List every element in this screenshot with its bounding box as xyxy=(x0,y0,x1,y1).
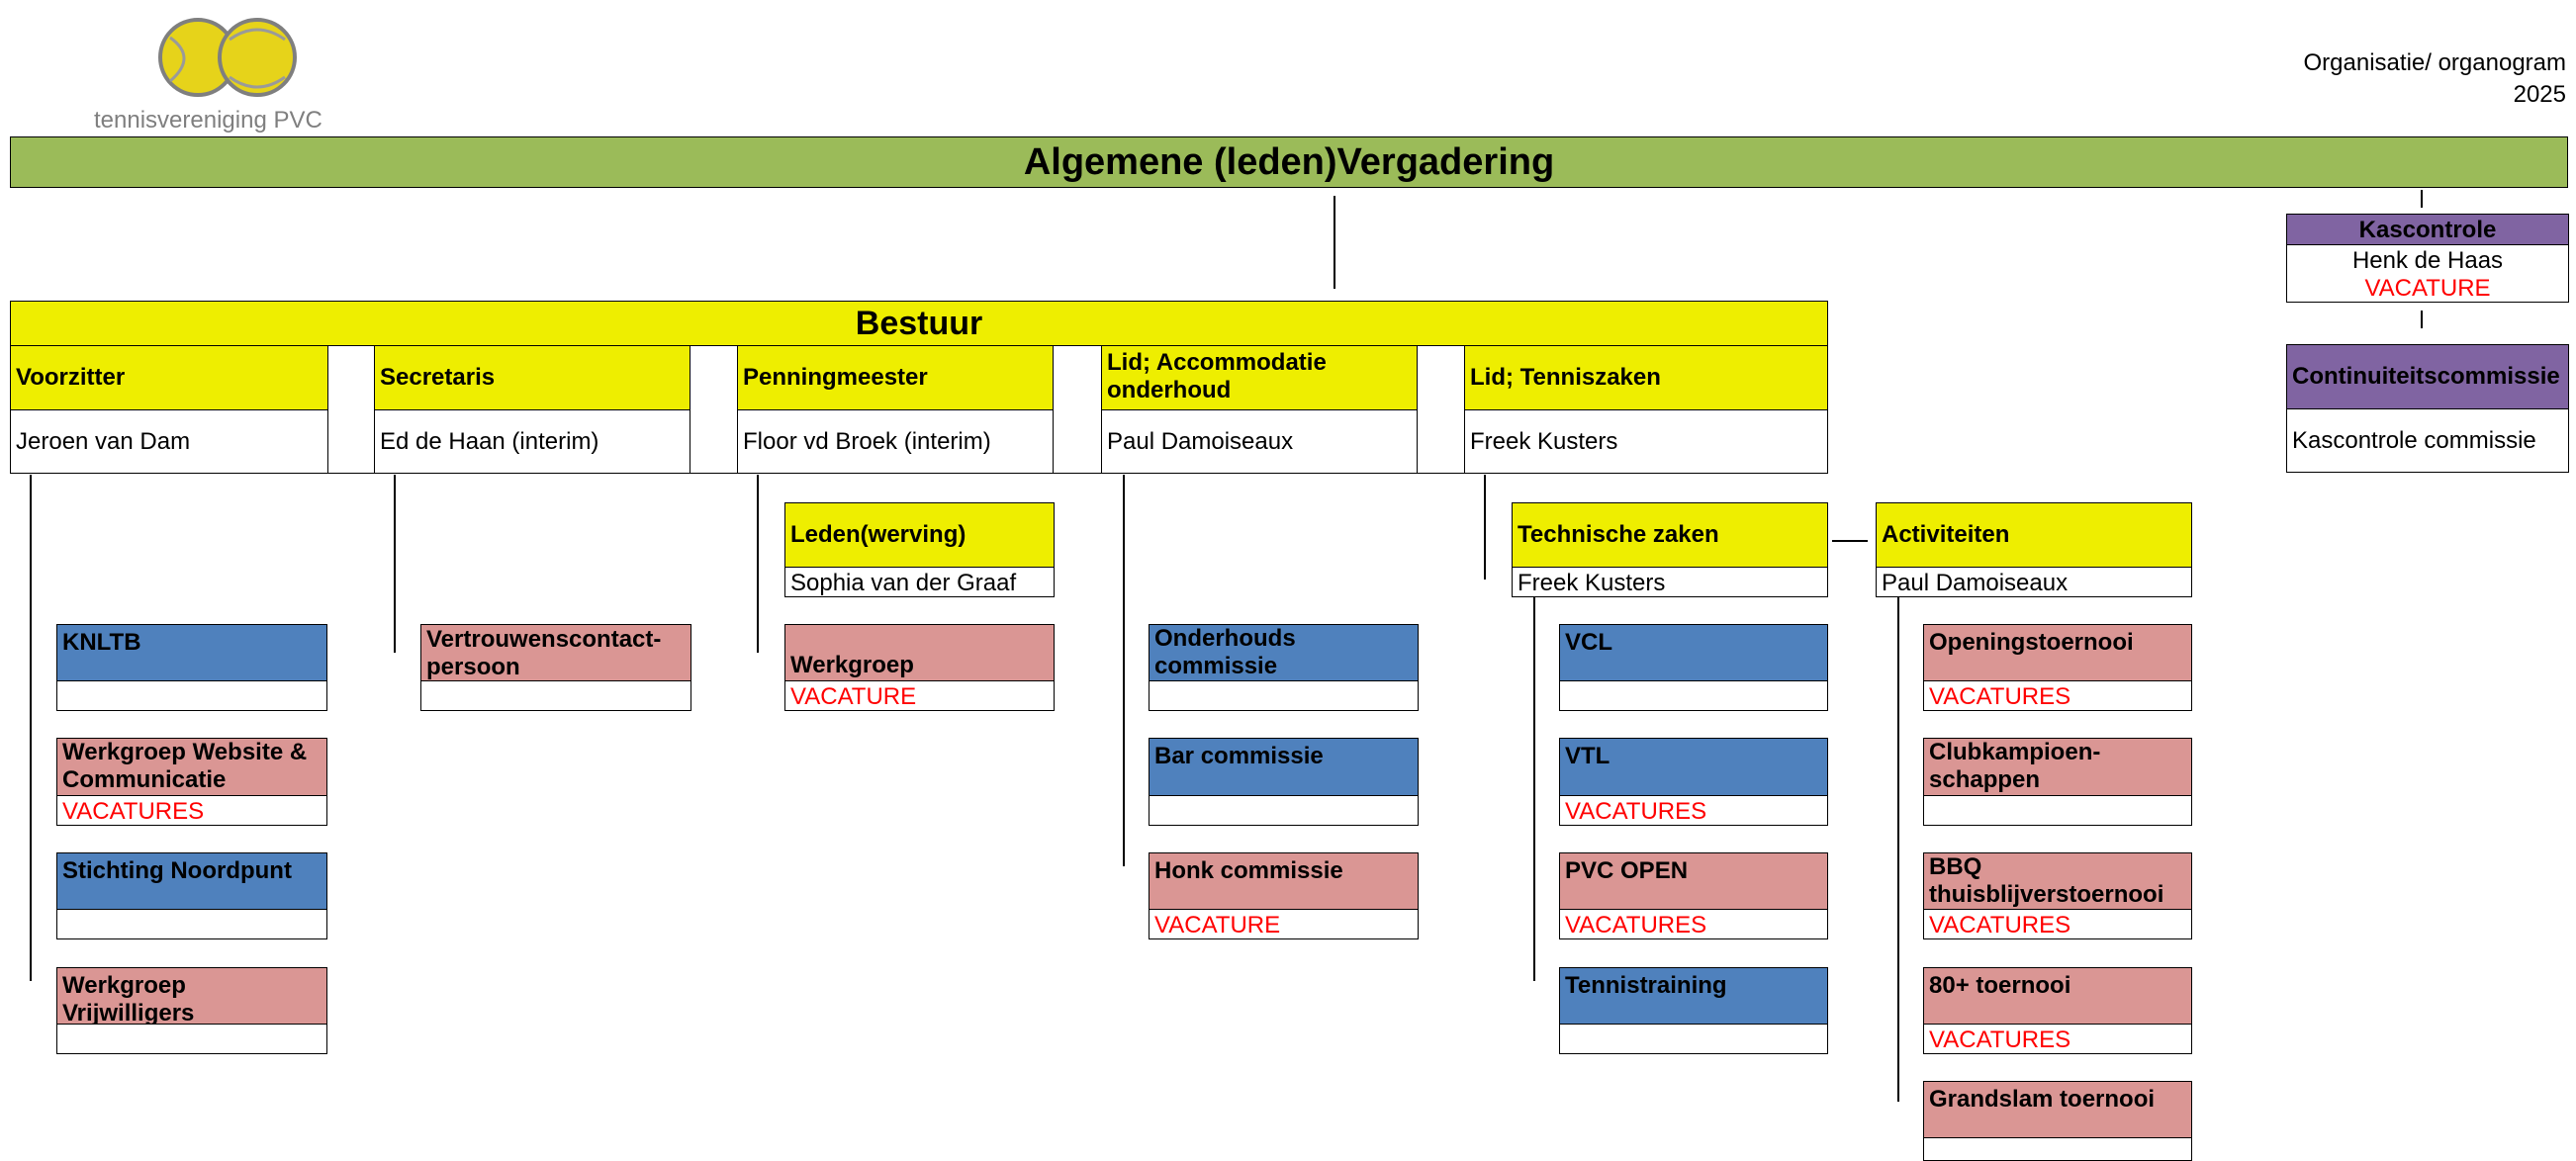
connector xyxy=(394,475,396,653)
group-grandslam-body xyxy=(1923,1138,2192,1161)
connector xyxy=(1123,475,1125,866)
alv-banner: Algemene (leden)Vergadering xyxy=(10,136,2568,188)
activiteiten-title: Activiteiten xyxy=(1876,502,2192,568)
group-vtl-title: VTL xyxy=(1559,738,1828,796)
kascontrole-vacancy: VACATURE xyxy=(2364,275,2491,302)
group-80plus-title: 80+ toernooi xyxy=(1923,967,2192,1025)
group-knltb-body xyxy=(56,681,327,711)
group-tennistraining-body xyxy=(1559,1025,1828,1054)
group-bar-body xyxy=(1149,796,1419,826)
role-secretaris-name: Ed de Haan (interim) xyxy=(374,410,690,474)
connector xyxy=(2421,311,2423,328)
page-header: Organisatie/ organogram 2025 xyxy=(2304,47,2566,111)
role-accommodatie-title: Lid; Accommodatie onderhoud xyxy=(1101,345,1418,410)
group-website-body: VACATURES xyxy=(56,796,327,826)
header-year: 2025 xyxy=(2513,81,2566,108)
group-onderhoud-title: Onderhouds commissie xyxy=(1149,624,1419,681)
group-vrijwilligers-title: Werkgroep Vrijwilligers xyxy=(56,967,327,1025)
continuiteit-body: Kascontrole commissie xyxy=(2286,409,2569,473)
connector xyxy=(757,475,759,653)
continuiteit-header: Continuiteitscommissie xyxy=(2286,344,2569,409)
connector xyxy=(1484,475,1486,580)
group-noordpunt-title: Stichting Noordpunt xyxy=(56,852,327,910)
role-voorzitter-name: Jeroen van Dam xyxy=(10,410,328,474)
group-clubkampioen-title: Clubkampioen-schappen xyxy=(1923,738,2192,796)
group-grandslam-title: Grandslam toernooi xyxy=(1923,1081,2192,1138)
group-bbq-title: BBQ thuisblijverstoernooi xyxy=(1923,852,2192,910)
group-80plus-body: VACATURES xyxy=(1923,1025,2192,1054)
group-openings-title: Openingstoernooi xyxy=(1923,624,2192,681)
role-penningmeester-title: Penningmeester xyxy=(737,345,1054,410)
group-vrijwilligers-body xyxy=(56,1025,327,1054)
group-onderhoud-body xyxy=(1149,681,1419,711)
group-vtl-body: VACATURES xyxy=(1559,796,1828,826)
logo: tennisvereniging PVC xyxy=(89,10,366,138)
connector xyxy=(1334,196,1335,289)
logo-text: tennisvereniging PVC xyxy=(94,107,322,134)
kascontrole-body: Henk de Haas VACATURE xyxy=(2286,245,2569,303)
group-noordpunt-body xyxy=(56,910,327,939)
group-vertrouwen-body xyxy=(420,681,691,711)
role-voorzitter-title: Voorzitter xyxy=(10,345,328,410)
connector xyxy=(1832,540,1868,542)
group-clubkampioen-body xyxy=(1923,796,2192,826)
group-honk-body: VACATURE xyxy=(1149,910,1419,939)
group-pvc-open-body: VACATURES xyxy=(1559,910,1828,939)
group-leden-title: Leden(werving) xyxy=(784,502,1055,568)
connector xyxy=(1897,597,1899,1102)
activiteiten-name: Paul Damoiseaux xyxy=(1876,568,2192,597)
kascontrole-name: Henk de Haas xyxy=(2351,247,2504,274)
group-tennistraining-title: Tennistraining xyxy=(1559,967,1828,1025)
role-penningmeester-name: Floor vd Broek (interim) xyxy=(737,410,1054,474)
technische-name: Freek Kusters xyxy=(1512,568,1828,597)
connector xyxy=(1533,597,1535,981)
group-honk-title: Honk commissie xyxy=(1149,852,1419,910)
group-website-title: Werkgroep Website & Communicatie xyxy=(56,738,327,796)
kascontrole-header: Kascontrole xyxy=(2286,214,2569,245)
tennis-balls-icon xyxy=(158,18,297,97)
group-pvc-open-title: PVC OPEN xyxy=(1559,852,1828,910)
group-vcl-title: VCL xyxy=(1559,624,1828,681)
connector xyxy=(2421,190,2423,208)
bestuur-header: Bestuur xyxy=(10,301,1828,346)
role-tenniszaken-title: Lid; Tenniszaken xyxy=(1464,345,1828,410)
group-vertrouwen-title: Vertrouwenscontact-persoon xyxy=(420,624,691,681)
group-sponsoring-title: Werkgroep sponsoring xyxy=(784,624,1055,681)
group-bbq-body: VACATURES xyxy=(1923,910,2192,939)
group-leden-body: Sophia van der Graaf xyxy=(784,568,1055,597)
connector xyxy=(30,475,32,981)
group-bar-title: Bar commissie xyxy=(1149,738,1419,796)
technische-title: Technische zaken xyxy=(1512,502,1828,568)
group-knltb-title: KNLTB xyxy=(56,624,327,681)
role-accommodatie-name: Paul Damoiseaux xyxy=(1101,410,1418,474)
group-sponsoring-body: VACATURE xyxy=(784,681,1055,711)
group-vcl-body xyxy=(1559,681,1828,711)
role-tenniszaken-name: Freek Kusters xyxy=(1464,410,1828,474)
alv-title: Algemene (leden)Vergadering xyxy=(1023,140,1555,183)
role-secretaris-title: Secretaris xyxy=(374,345,690,410)
group-openings-body: VACATURES xyxy=(1923,681,2192,711)
header-title: Organisatie/ organogram xyxy=(2303,49,2566,76)
